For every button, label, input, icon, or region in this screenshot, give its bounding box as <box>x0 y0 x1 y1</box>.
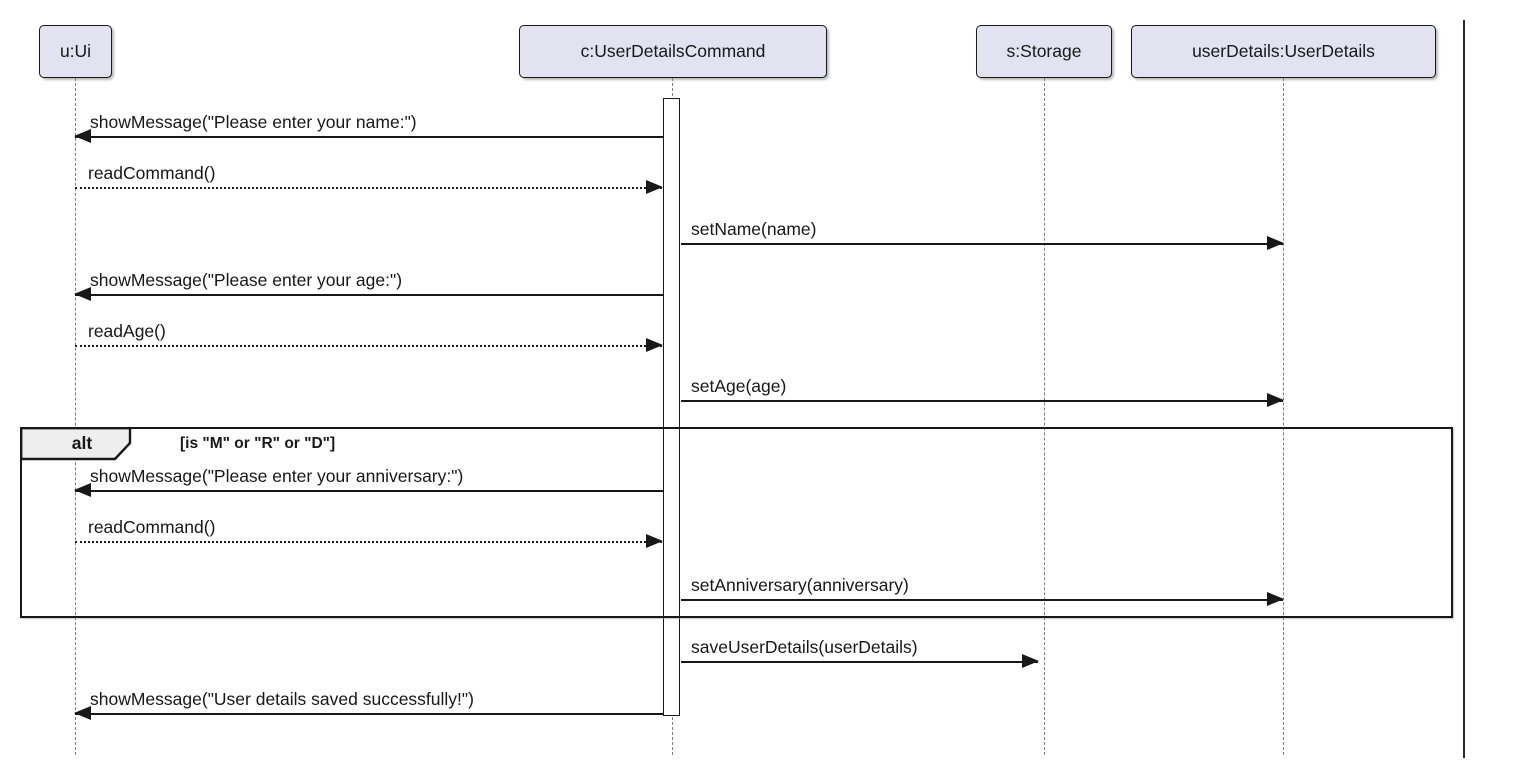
message-line <box>75 541 662 543</box>
message-line <box>681 661 1038 663</box>
message-label: showMessage("Please enter your age:") <box>90 270 403 290</box>
message-label: setAnniversary(anniversary) <box>691 575 909 595</box>
message-label: showMessage("User details saved successf… <box>90 689 474 709</box>
arrowhead-left-icon <box>74 129 91 143</box>
arrowhead-right-icon <box>646 338 663 352</box>
diagram-right-border <box>1463 20 1466 758</box>
participant-label: userDetails:UserDetails <box>1192 41 1375 61</box>
message-label: setName(name) <box>691 219 817 239</box>
message-line <box>75 136 663 138</box>
lifeline-storage <box>1043 78 1045 755</box>
message-label: setAge(age) <box>691 376 787 396</box>
participant-u-ui: u:Ui <box>39 25 112 78</box>
arrowhead-right-icon <box>1267 592 1284 606</box>
message-line <box>681 243 1283 245</box>
message-label: readCommand() <box>88 163 216 183</box>
message-label: showMessage("Please enter your name:") <box>90 112 417 132</box>
message-line <box>75 345 662 347</box>
arrowhead-right-icon <box>1267 236 1284 250</box>
message-line <box>75 713 663 715</box>
participant-storage: s:Storage <box>976 25 1112 78</box>
participant-user-details-command: c:UserDetailsCommand <box>519 25 827 78</box>
message-label: showMessage("Please enter your anniversa… <box>90 466 464 486</box>
alt-guard-label: [is "M" or "R" or "D"] <box>180 435 336 452</box>
arrowhead-right-icon <box>1267 393 1284 407</box>
message-line <box>75 187 662 189</box>
arrowhead-right-icon <box>646 534 663 548</box>
arrowhead-left-icon <box>74 483 91 497</box>
message-label: saveUserDetails(userDetails) <box>691 637 918 657</box>
lifeline-u-ui <box>74 78 76 755</box>
participant-user-details: userDetails:UserDetails <box>1131 25 1436 78</box>
participant-label: c:UserDetailsCommand <box>580 41 766 61</box>
lifeline-user-details <box>1282 78 1284 755</box>
message-label: readAge() <box>88 321 166 341</box>
message-line <box>681 400 1283 402</box>
message-line <box>75 294 663 296</box>
alt-operator-tab <box>19 426 131 460</box>
arrowhead-right-icon <box>1022 654 1039 668</box>
participant-label: s:Storage <box>1006 41 1082 61</box>
participant-label: u:Ui <box>59 41 92 61</box>
arrowhead-left-icon <box>74 706 91 720</box>
message-label: readCommand() <box>88 517 216 537</box>
arrowhead-left-icon <box>74 287 91 301</box>
message-line <box>75 490 663 492</box>
alt-operator-label: alt <box>71 433 93 453</box>
activation-bar-user-details-command <box>663 98 680 716</box>
arrowhead-right-icon <box>646 180 663 194</box>
message-line <box>681 599 1283 601</box>
